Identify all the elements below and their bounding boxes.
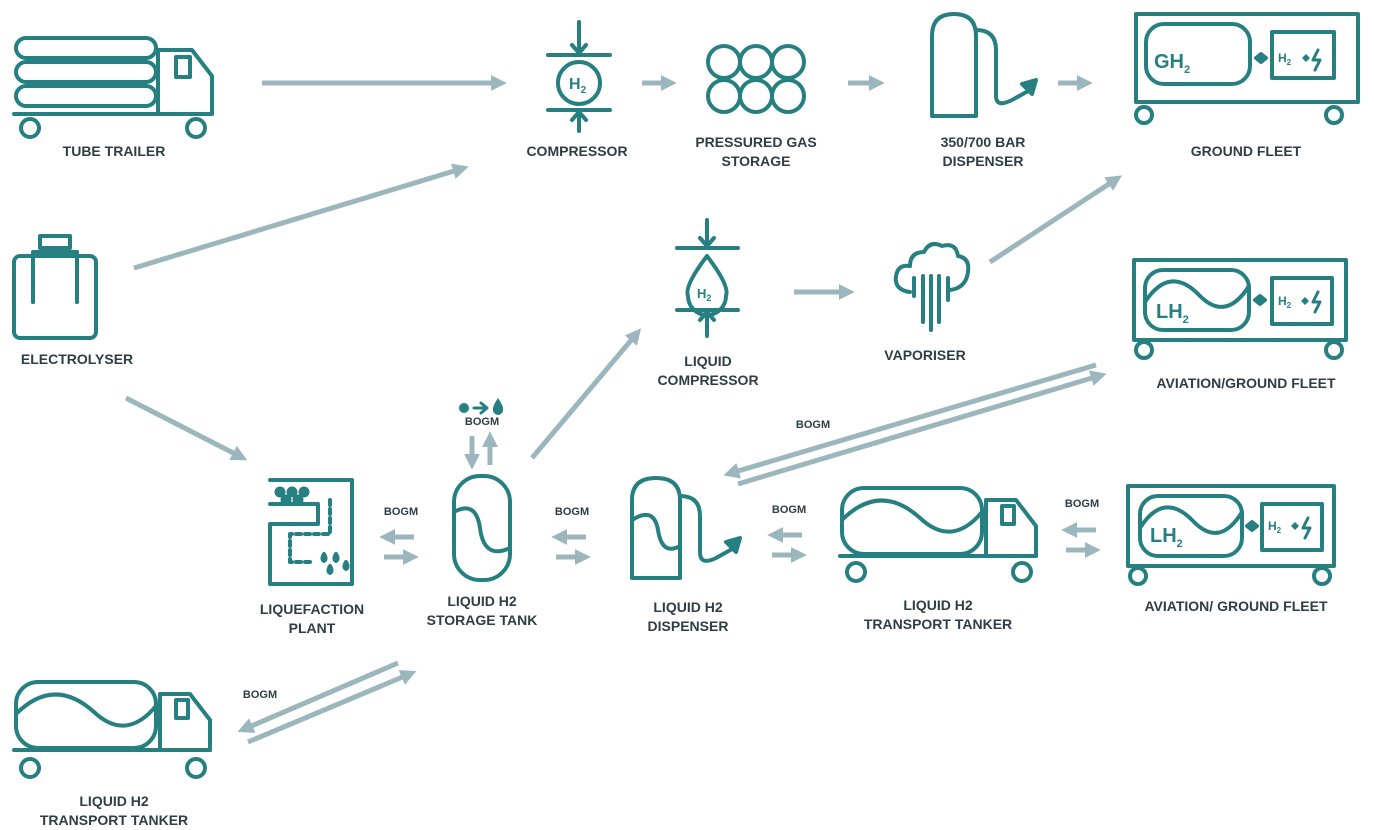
fuel-cell-label: H2	[1278, 294, 1292, 310]
liquid-dispenser-label-line1: LIQUID H2	[653, 599, 723, 615]
liquefaction-label: LIQUEFACTION PLANT	[260, 600, 364, 638]
bogm-label: BOGM	[383, 506, 419, 518]
liquid-compressor-label: LIQUID COMPRESSOR	[657, 352, 758, 390]
h2-glyph: H2	[569, 76, 587, 96]
liquid-dispenser-icon	[630, 476, 742, 580]
dispenser-350-label-line2: DISPENSER	[942, 153, 1024, 169]
storage-tank-label-line2: STORAGE TANK	[426, 612, 538, 628]
bogm-arrow-tank-to-tanker	[237, 660, 399, 733]
tanker-mid-label-line1: LIQUID H2	[903, 597, 973, 613]
liquid-compressor-icon: H2	[675, 218, 740, 338]
tanker-bottom-label-line1: LIQUID H2	[79, 793, 149, 809]
tube-trailer-label: TUBE TRAILER	[62, 143, 166, 159]
arrow-vaporiser-to-ground-fleet	[988, 175, 1123, 265]
fuel-dispenser-icon	[930, 12, 1038, 118]
arrow-electrolyser-to-liquefaction	[124, 395, 248, 461]
fuel-cell-label: H2	[1278, 51, 1292, 67]
bogm-arrow-tanker-to-tank	[247, 669, 417, 745]
storage-tank-label: LIQUID H2 STORAGE TANK	[427, 592, 538, 630]
bogm-arrow-dispenser-to-fleet	[737, 370, 1107, 487]
dispenser-350-label-line1: 350/700 BAR	[940, 134, 1026, 150]
aviation-fleet-2-label: AVIATION/ GROUND FLEET	[1144, 598, 1328, 614]
bogm-label: BOGM	[1064, 498, 1100, 510]
gas-storage-label-line2: STORAGE	[721, 153, 791, 169]
compressor-icon: H2	[546, 20, 612, 133]
bogm-label: BOGM	[242, 689, 278, 701]
bogm-label: BOGM	[464, 416, 500, 428]
liquefaction-icon	[268, 478, 354, 586]
compressor-label: COMPRESSOR	[526, 143, 628, 159]
bogm-label: BOGM	[771, 504, 807, 516]
electrolyser-label: ELECTROLYSER	[20, 351, 134, 367]
tanker-bottom-label: LIQUID H2 TRANSPORT TANKER	[40, 792, 188, 830]
aviation-fleet-label: AVIATION/GROUND FLEET	[1156, 375, 1336, 391]
bogm-label: BOGM	[554, 506, 590, 518]
storage-tank-label-line1: LIQUID H2	[447, 593, 517, 609]
liquid-compressor-label-line2: COMPRESSOR	[657, 372, 759, 388]
gas-storage-icon	[706, 44, 806, 114]
h2-glyph: H2	[697, 286, 711, 303]
gh2-vehicle-icon: GH2 H2	[1134, 12, 1360, 125]
tanker-mid-label: LIQUID H2 TRANSPORT TANKER	[864, 596, 1012, 634]
liquid-dispenser-label: LIQUID H2 DISPENSER	[648, 598, 729, 636]
liquefaction-label-line1: LIQUEFACTION	[259, 601, 365, 617]
gas-storage-label: PRESSURED GAS STORAGE	[695, 133, 816, 171]
arrow-electrolyser-to-compressor	[133, 163, 469, 271]
tanker-truck-icon	[838, 486, 1038, 583]
tanker-mid-label-line2: TRANSPORT TANKER	[863, 616, 1013, 632]
vaporiser-label: VAPORISER	[884, 347, 966, 363]
lh2-vehicle-icon: LH2 H2	[1132, 258, 1348, 360]
lh2-label: LH2	[1150, 525, 1183, 550]
ground-fleet-label: GROUND FLEET	[1190, 143, 1302, 159]
liquid-dispenser-label-line2: DISPENSER	[647, 618, 729, 634]
liquid-compressor-label-line1: LIQUID	[684, 353, 732, 369]
flow-arrows	[124, 74, 1123, 745]
bogm-arrow-fleet-to-dispenser	[723, 362, 1097, 479]
liquefaction-label-line2: PLANT	[288, 620, 336, 636]
gas-storage-label-line1: PRESSURED GAS	[695, 134, 817, 150]
tube-trailer-icon	[12, 36, 214, 139]
dispenser-350-label: 350/700 BAR DISPENSER	[941, 133, 1026, 171]
lh2-label: LH2	[1156, 301, 1189, 326]
electrolyser-icon	[12, 234, 98, 340]
fuel-cell-label: H2	[1268, 519, 1282, 535]
tanker-truck-icon	[12, 680, 212, 779]
vaporiser-icon	[893, 242, 971, 332]
tanker-bottom-label-line2: TRANSPORT TANKER	[39, 812, 189, 828]
lh2-vehicle-icon: LH2 H2	[1126, 484, 1336, 586]
bogm-symbol-icon	[459, 398, 504, 415]
storage-tank-icon	[452, 474, 512, 582]
gh2-label: GH2	[1154, 51, 1190, 76]
bogm-label: BOGM	[795, 419, 831, 431]
arrow-tank-to-liquid-compressor	[530, 328, 642, 460]
